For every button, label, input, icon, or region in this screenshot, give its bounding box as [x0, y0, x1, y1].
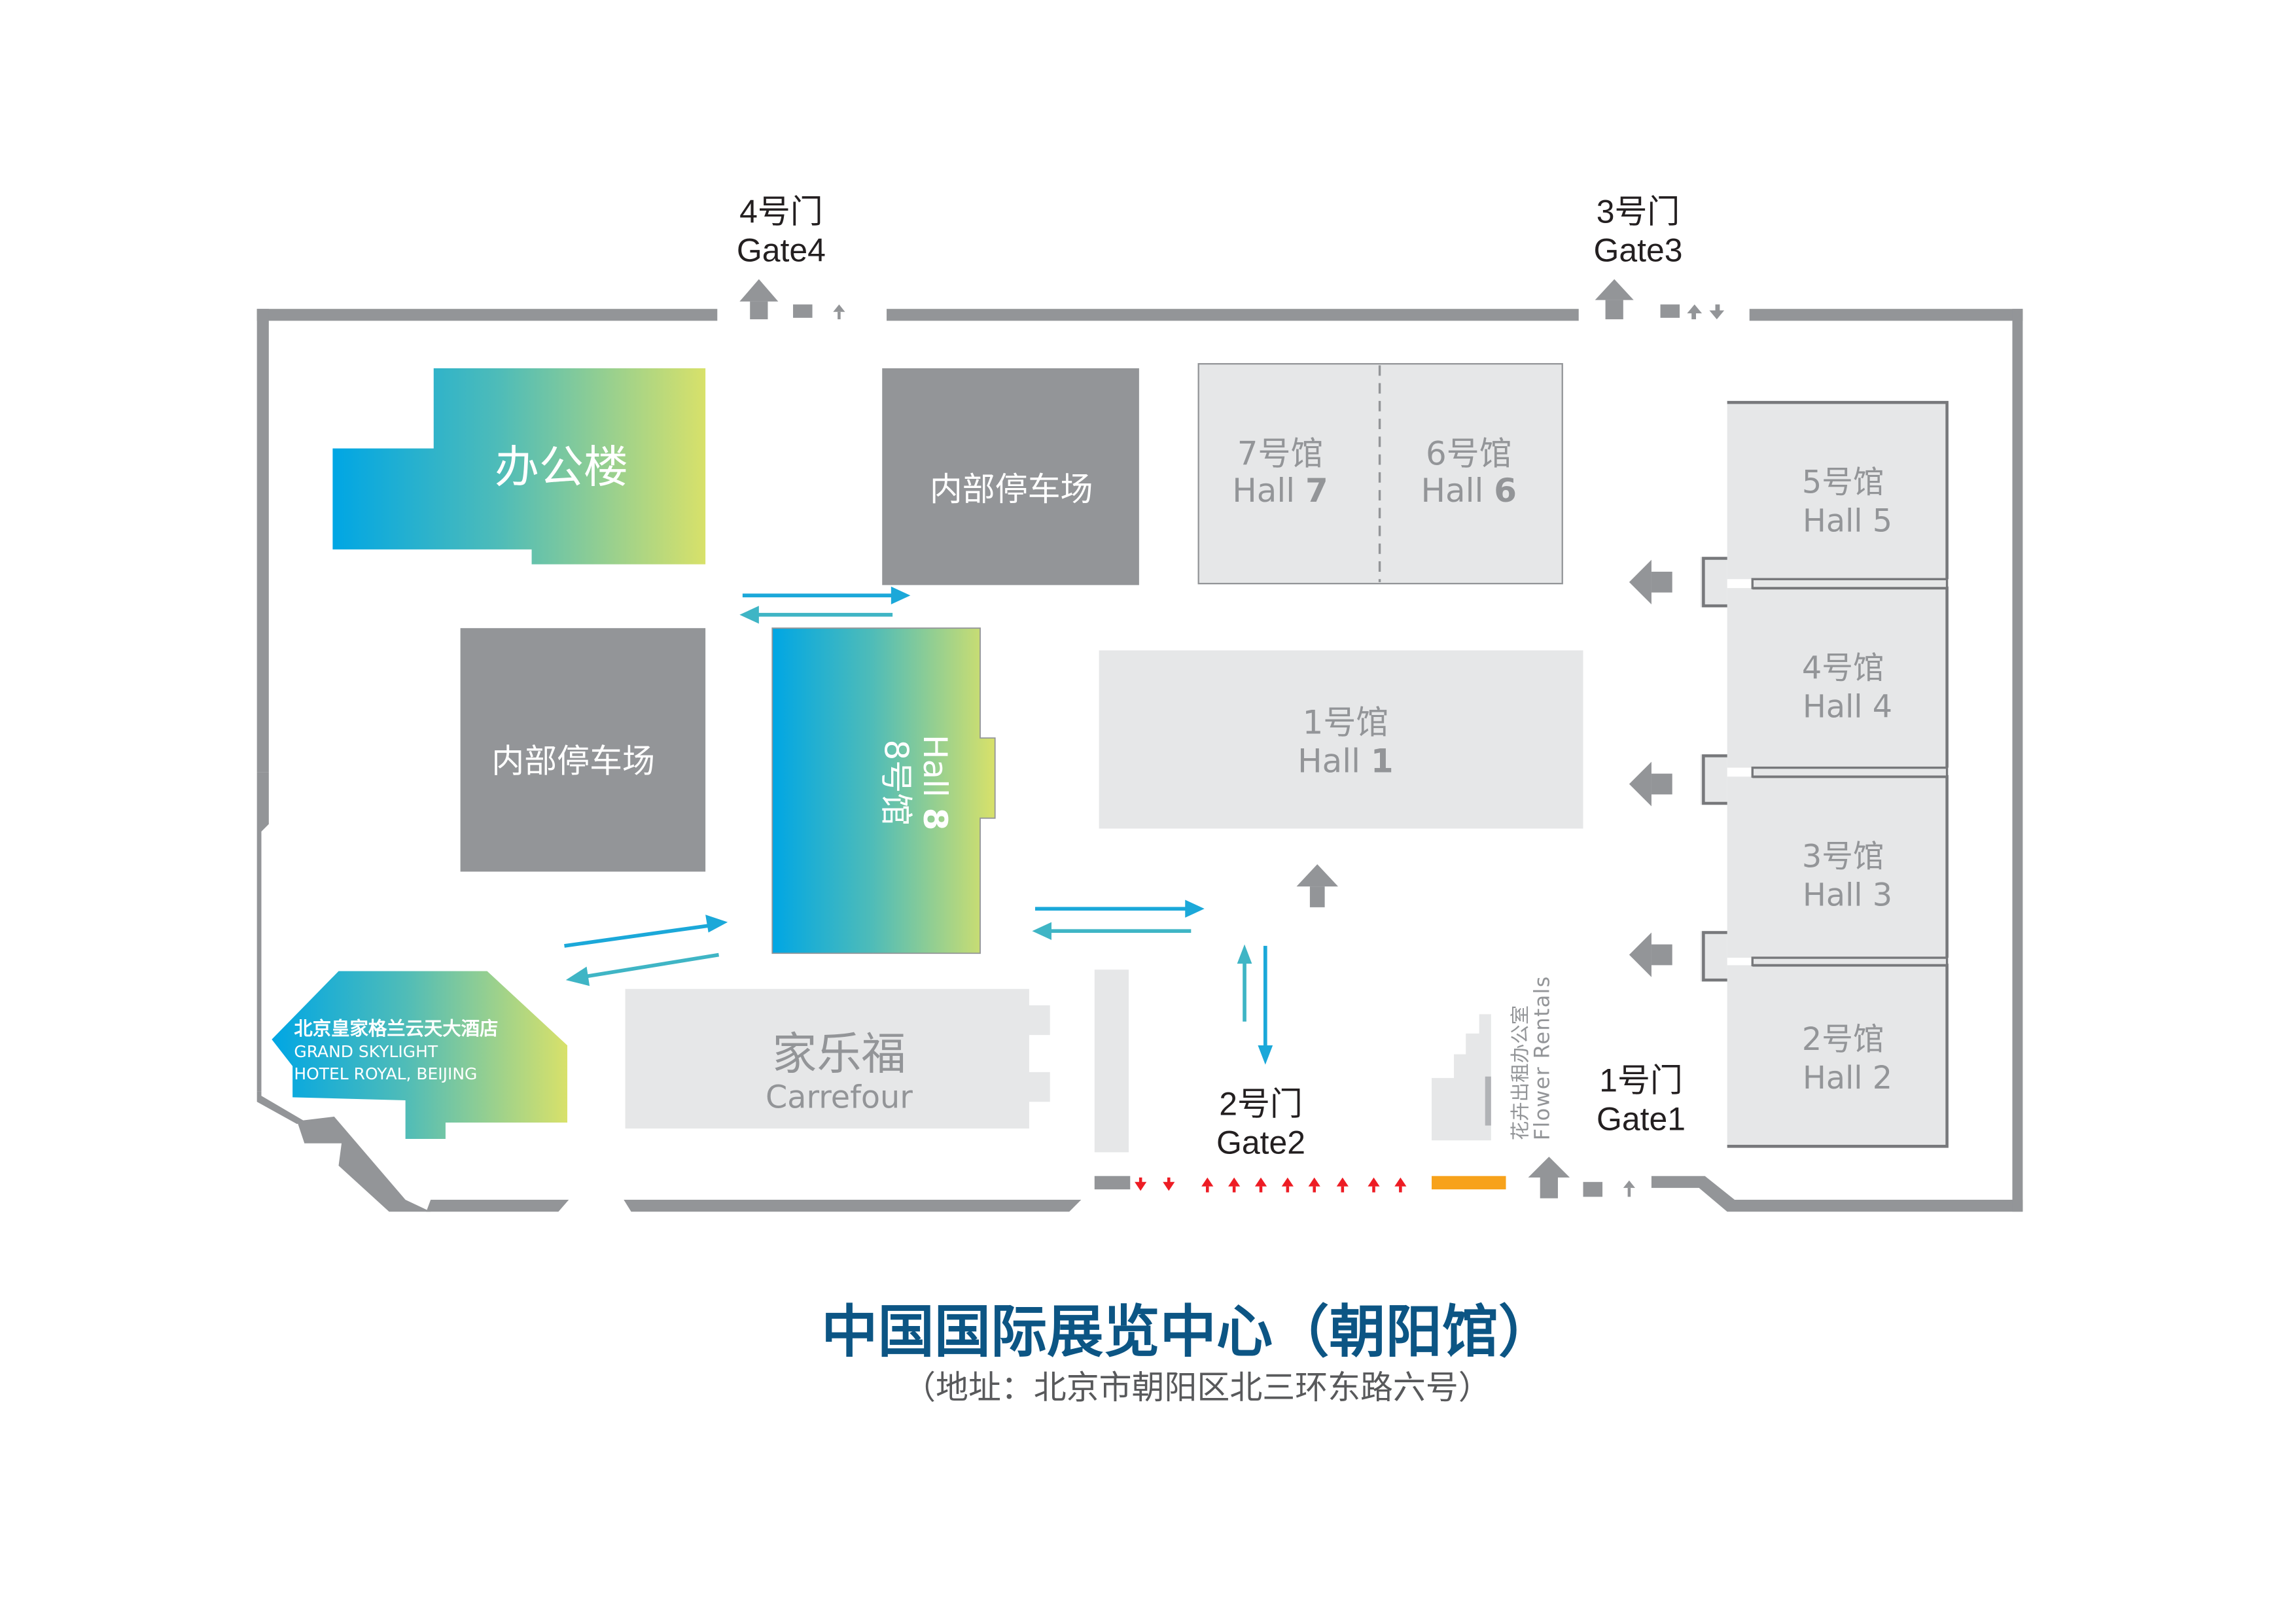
left-arrow-icon	[1629, 559, 1672, 604]
gate4-label-en: Gate4	[737, 232, 826, 269]
parking-west-label: 内部停车场	[491, 742, 655, 780]
hall-connectors	[1700, 557, 1949, 982]
up-arrow-icon	[1623, 1180, 1635, 1197]
up-arrow-icon	[1281, 1177, 1294, 1193]
route-arrow-hotel-hall8	[564, 915, 728, 986]
hall4-label-en: Hall 4	[1803, 689, 1892, 725]
up-arrow-icon	[1394, 1177, 1407, 1193]
perimeter-wall	[256, 309, 2023, 1212]
carrefour-label-en: Carrefour	[766, 1079, 913, 1115]
hall8-label-en: Hall 8	[916, 735, 954, 830]
up-arrow-icon	[1687, 304, 1703, 320]
hotel-label-en-1: GRAND SKYLIGHT	[294, 1042, 438, 1061]
hall4-label-cn: 4号馆	[1802, 650, 1884, 686]
gate4-label-cn: 4号门	[739, 194, 823, 230]
hall7-label-en: Hall 7	[1232, 472, 1328, 510]
hall1-label-en: Hall 1	[1298, 742, 1393, 780]
gate3-booth	[1660, 304, 1680, 318]
gate2-structure	[1094, 969, 1129, 1153]
hall-1[interactable]: 1号馆 Hall 1	[1099, 650, 1583, 829]
address: （地址：北京市朝阳区北三环东路六号）	[903, 1369, 1491, 1406]
gate3-label-cn: 3号门	[1597, 194, 1680, 230]
left-arrow-icon	[1629, 761, 1672, 807]
flower-rentals-label-en: Flower Rentals	[1530, 975, 1554, 1140]
hall-7-6	[1197, 363, 1563, 585]
down-arrow-icon	[1709, 304, 1725, 320]
up-arrow-icon	[833, 304, 845, 320]
up-arrow-icon	[1528, 1157, 1570, 1198]
hall5-label-en: Hall 5	[1803, 504, 1892, 540]
carrefour-label-cn: 家乐福	[772, 1028, 906, 1080]
up-arrow-icon	[1368, 1177, 1380, 1193]
hall3-label-en: Hall 3	[1803, 878, 1892, 914]
office-label: 办公楼	[495, 442, 628, 494]
carrefour[interactable]: 家乐福 Carrefour	[625, 988, 1050, 1129]
up-arrow-icon	[739, 279, 779, 320]
hall2-label-cn: 2号馆	[1802, 1022, 1884, 1058]
left-arrow-icon	[1629, 932, 1672, 977]
gate1-label-cn: 1号门	[1599, 1062, 1683, 1098]
up-arrow-icon	[1201, 1177, 1214, 1193]
flower-rentals-label-cn: 花卉出租办公室	[1509, 1005, 1531, 1141]
up-arrow-icon	[1336, 1177, 1349, 1193]
hall1-label-cn: 1号馆	[1303, 703, 1389, 741]
hotel-label-cn: 北京皇家格兰云天大酒店	[294, 1018, 498, 1039]
gate2-label-en: Gate2	[1216, 1125, 1305, 1161]
hall-2[interactable]: 2号馆 Hall 2	[1727, 964, 1949, 1148]
down-arrow-icon	[1135, 1177, 1147, 1191]
office-building[interactable]: 办公楼	[332, 368, 706, 565]
hall3-label-cn: 3号馆	[1802, 839, 1884, 875]
parking-west[interactable]: 内部停车场	[460, 628, 706, 872]
up-arrow-icon	[1595, 279, 1634, 320]
up-arrow-icon	[1296, 864, 1339, 907]
route-arrow-office-parking	[739, 586, 911, 624]
parking-north-label: 内部停车场	[930, 470, 1093, 508]
gate1-label-en: Gate1	[1597, 1100, 1686, 1137]
up-arrow-icon	[1308, 1177, 1320, 1193]
down-arrow-icon	[1163, 1177, 1175, 1191]
hall-4[interactable]: 4号馆 Hall 4	[1727, 586, 1949, 768]
hotel-label-en-2: HOTEL ROYAL, BEIJING	[294, 1064, 477, 1083]
gate-4[interactable]: 4号门 Gate4	[737, 194, 845, 320]
hall6-label-en: Hall 6	[1421, 472, 1517, 510]
hall6-label-cn: 6号馆	[1426, 435, 1512, 473]
hall8-label-cn: 8号馆	[877, 739, 915, 826]
hall-5[interactable]: 5号馆 Hall 5	[1727, 400, 1949, 580]
flower-rentals-office[interactable]: 花卉出租办公室 Flower Rentals	[1432, 975, 1554, 1141]
hall-3[interactable]: 3号馆 Hall 3	[1727, 775, 1949, 958]
gate-1[interactable]: 1号门 Gate1	[1528, 1062, 1686, 1198]
gate2-label-cn: 2号门	[1219, 1086, 1303, 1123]
up-arrow-icon	[1228, 1177, 1241, 1193]
up-arrow-icon	[1254, 1177, 1267, 1193]
gate3-label-en: Gate3	[1594, 232, 1683, 269]
gate-2[interactable]: 2号门 Gate2	[1216, 1086, 1305, 1161]
route-arrow-hall8-hall1	[1032, 899, 1205, 940]
hall-6[interactable]: 6号馆 Hall 6	[1421, 435, 1517, 510]
page-title: 中国国际展览中心（朝阳馆）	[821, 1300, 1555, 1365]
hotel-grand-skylight[interactable]: 北京皇家格兰云天大酒店 GRAND SKYLIGHT HOTEL ROYAL, …	[272, 971, 568, 1139]
entry-arrows	[1135, 1177, 1407, 1193]
hall2-label-en: Hall 2	[1803, 1060, 1892, 1096]
hall-7[interactable]: 7号馆 Hall 7	[1232, 435, 1328, 510]
hall-8[interactable]: 8号馆 Hall 8	[771, 627, 996, 954]
parking-north[interactable]: 内部停车场	[882, 368, 1139, 585]
gate-3[interactable]: 3号门 Gate3	[1594, 194, 1725, 320]
hall5-label-cn: 5号馆	[1802, 465, 1884, 501]
two-way-arrow-icon	[1237, 944, 1273, 1065]
flower-rentals-bar	[1432, 1176, 1506, 1190]
hall7-label-cn: 7号馆	[1237, 435, 1324, 473]
gate4-booth	[793, 304, 813, 318]
